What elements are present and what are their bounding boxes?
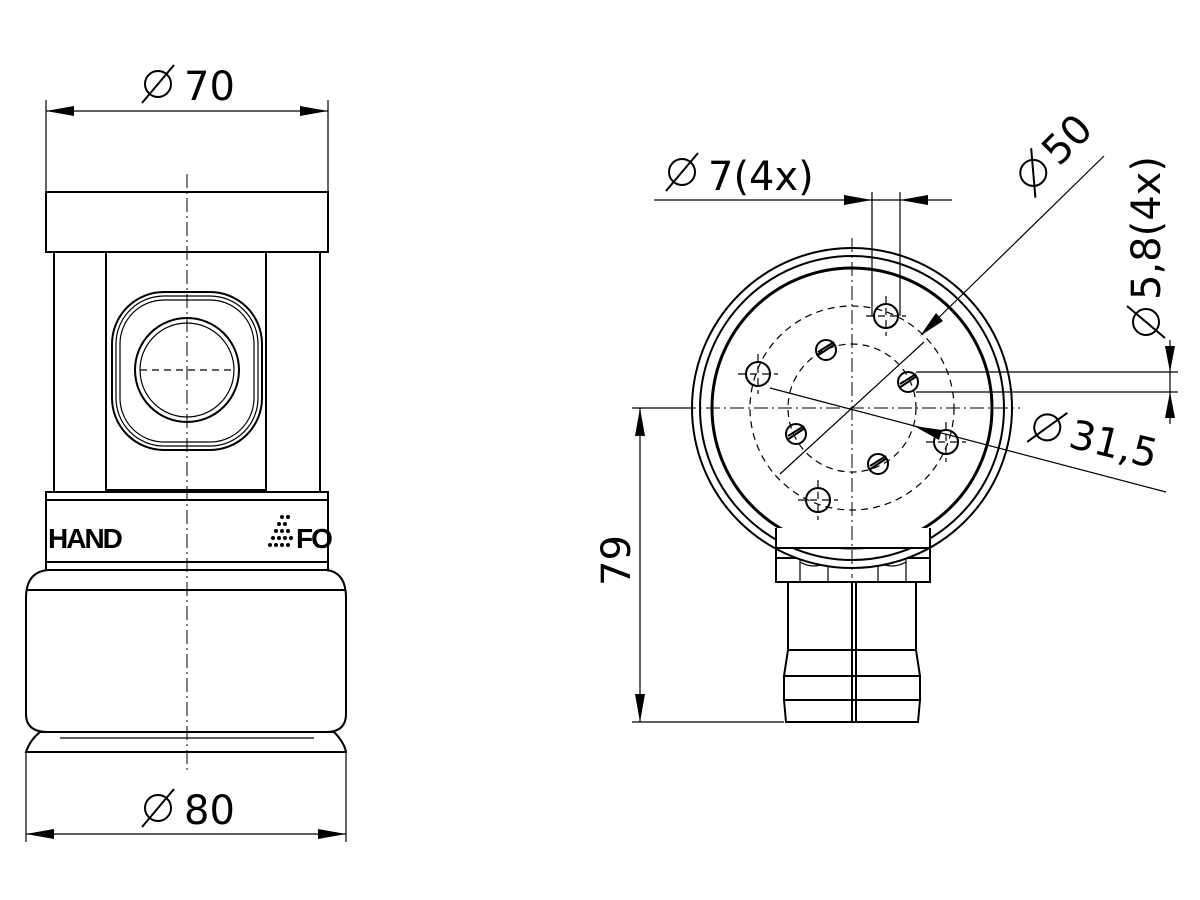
dim-height-text: 79 [594,535,640,586]
brand-text-left: HAND [48,523,123,554]
screw [867,453,889,475]
front-view: HAND FO 70 [24,64,348,842]
diameter-symbol-icon [1026,404,1069,451]
dim-height: 79 [594,407,784,723]
brand-text-right: FO [296,523,332,554]
dim-bottom-width: 80 [25,752,347,842]
dim-top-width-text: 70 [184,64,235,110]
hole [798,480,838,520]
diameter-symbol-icon [1126,305,1166,339]
diameter-symbol-icon [141,788,175,828]
hole [738,354,778,394]
hole [866,296,906,336]
dim-top-width: 70 [45,64,329,192]
diameter-symbol-icon [141,64,175,104]
dim-inner-circle-text: 31,5 [1065,412,1163,478]
dim-hole-7: 7(4x) [654,152,952,316]
dim-bottom-width-text: 80 [184,788,235,834]
screw [897,371,919,393]
dim-hole-5-8-text: 5,8(4x) [1124,156,1170,300]
screws-5-8mm [785,339,919,475]
dim-hole-5-8: 5,8(4x) [916,156,1178,424]
hole [926,422,966,462]
brand-logo-icon [268,515,293,547]
screw [785,423,807,445]
suction-cup [25,569,347,733]
body-block [105,251,267,491]
top-view: 7(4x) 50 5,8(4x) [594,106,1178,723]
dim-hole-7-text: 7(4x) [708,154,814,200]
holes-7mm [738,296,966,520]
diameter-symbol-icon [665,152,699,192]
suction-lip [24,731,348,753]
screw [815,339,837,361]
